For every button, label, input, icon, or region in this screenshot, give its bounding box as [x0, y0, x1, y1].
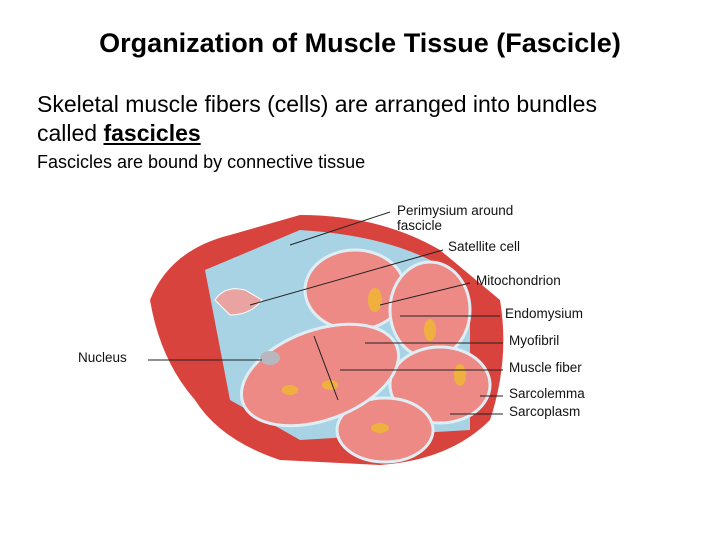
fascicles-term: fascicles: [103, 120, 201, 146]
slide-body: Skeletal muscle fibers (cells) are arran…: [37, 90, 697, 148]
body-line-3: Fascicles are bound by connective tissue: [37, 152, 366, 172]
label-sarcolemma: Sarcolemma: [509, 386, 585, 401]
label-satellite-cell: Satellite cell: [448, 239, 521, 254]
label-perimysium-line2: fascicle: [397, 218, 443, 233]
slide-title: Organization of Muscle Tissue (Fascicle): [99, 28, 621, 58]
body-line-1: Skeletal muscle fibers (cells) are arran…: [37, 91, 597, 117]
body-line-2-prefix: called: [37, 120, 104, 146]
leader-lines: [148, 211, 503, 415]
label-nucleus: Nucleus: [78, 350, 127, 365]
label-endomysium: Endomysium: [505, 306, 584, 321]
label-myofibril: Myofibril: [509, 333, 560, 348]
label-muscle-fiber: Muscle fiber: [509, 360, 582, 375]
fascicle-illustration: [150, 215, 504, 465]
label-perimysium-line1: Perimysium around: [397, 203, 514, 218]
label-perimysium: Perimysium around fascicle: [397, 203, 513, 233]
label-mitochondrion: Mitochondrion: [476, 273, 561, 288]
label-sarcoplasm: Sarcoplasm: [509, 404, 581, 419]
